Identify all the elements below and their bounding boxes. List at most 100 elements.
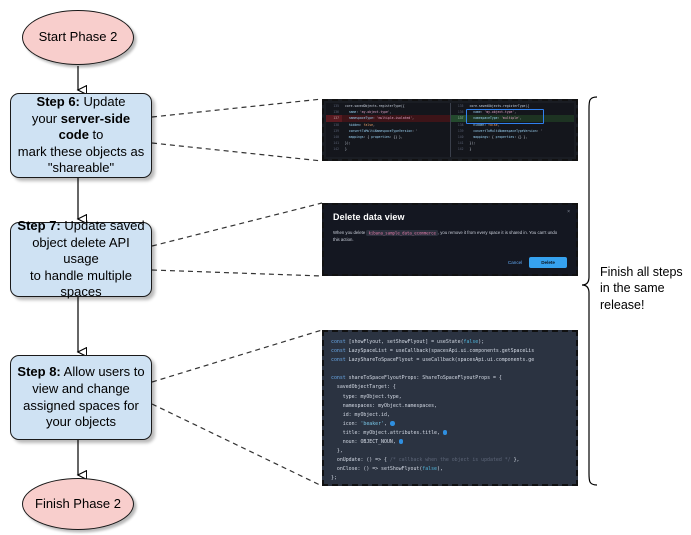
step7-line2: object delete API usage <box>32 234 130 267</box>
node-start-phase-2[interactable]: Start Phase 2 <box>22 10 134 65</box>
modal-body-before: When you delete <box>333 230 366 235</box>
modal-body-after: , you remove it from every space it is s… <box>333 230 558 242</box>
code-line: onUpdate: () => { /* callback when the o… <box>331 457 520 464</box>
line-number: 136 <box>457 110 464 115</box>
line-code: } <box>345 147 347 152</box>
line-code: } <box>469 147 472 152</box>
code-line: const shareToSpaceFlyoutProps: ShareToSp… <box>331 375 502 382</box>
line-number: 139 <box>457 128 464 133</box>
modal-body: When you delete kibana_sample_data_ecomm… <box>333 229 561 243</box>
diff-line: 138 hidden: false, <box>326 122 450 128</box>
info-badge-icon <box>398 439 404 444</box>
step8-line4: your objects <box>45 414 117 430</box>
code-line: noun: OBJECT_NOUN, <box>331 438 576 447</box>
screenshot-code-diff[interactable]: 135 core.savedObjects.registerType({ 136 n… <box>322 99 578 161</box>
diff-pane-after: 135 core.savedObjects.registerType({ 136 n… <box>449 103 575 157</box>
diff-line: 137 namespaceType: 'multiple', <box>450 115 574 122</box>
line-number: 138 <box>457 122 464 127</box>
node-step-6-text: Step 6: Update your server-side code to … <box>16 94 146 177</box>
line-code: convertToMultiNamespaceTypeVersion: ' <box>348 128 418 133</box>
line-code: }); <box>469 141 476 146</box>
node-step-6[interactable]: Step 6: Update your server-side code to … <box>10 93 152 178</box>
code-line: title: myObject.attributes.title, <box>331 429 576 438</box>
line-number: 136 <box>333 110 339 115</box>
code-line: savedObjectTarget: { <box>331 384 396 391</box>
callout-cone-step8 <box>151 329 323 487</box>
close-icon[interactable]: × <box>567 209 570 215</box>
modal-actions: Cancel Delete <box>508 257 567 268</box>
callout-cone-step7 <box>151 202 323 277</box>
diff-selection-outline <box>465 109 545 124</box>
line-number: 137 <box>326 115 342 122</box>
code-line: }; <box>331 475 337 482</box>
node-step-8-text: Step 8: Allow users to view and change a… <box>17 364 144 431</box>
line-code: name: 'my-object-type', <box>348 110 392 115</box>
step6-line1-rest: Update <box>79 93 126 109</box>
code-line: const LazyShareToSpaceFlyout = useCallba… <box>331 357 535 364</box>
code-line: id: myObject.id, <box>331 411 390 418</box>
step8-line2: view and change <box>32 380 130 396</box>
node-finish-label: Finish Phase 2 <box>35 495 121 511</box>
line-code: namespaceType: 'multiple', <box>473 116 522 121</box>
delete-button[interactable]: Delete <box>529 257 567 268</box>
line-number: 141 <box>457 141 464 146</box>
line-code: mappings: { properties: {} }, <box>473 134 528 139</box>
callout-cone-step6 <box>151 98 323 162</box>
line-code: name: 'my-object-type', <box>473 110 517 115</box>
diff-line: 142} <box>326 146 450 152</box>
line-code: core.savedObjects.registerType({ <box>345 104 405 108</box>
code-sample-body: const [showFlyout, setShowFlyout] = useS… <box>324 332 576 484</box>
step6-line3: mark these objects as <box>17 143 145 159</box>
line-code: hidden: false, <box>473 122 500 127</box>
code-line: const LazySpaceList = useCallback(spaces… <box>331 348 535 355</box>
diff-line: 135 core.savedObjects.registerType({ <box>451 103 575 109</box>
screenshot-delete-modal[interactable]: × Delete data view When you delete kiban… <box>322 203 578 276</box>
step8-line3: assigned spaces for <box>23 397 139 413</box>
line-number: 142 <box>333 147 339 152</box>
line-code: convertToMultiNamespaceTypeVersion: ' <box>473 128 543 133</box>
step6-line4: "shareable" <box>47 160 115 176</box>
diff-line: 139 convertToMultiNamespaceTypeVersion: … <box>326 128 450 134</box>
code-line: }, <box>331 448 343 455</box>
cancel-button[interactable]: Cancel <box>507 260 523 265</box>
line-number: 140 <box>457 134 464 139</box>
node-start-label: Start Phase 2 <box>38 29 118 45</box>
code-line <box>331 365 576 374</box>
diff-line: 140 mappings: { properties: {} }, <box>451 134 575 140</box>
step8-line1-rest: Allow users to <box>60 364 145 380</box>
code-line: const [showFlyout, setShowFlyout] = useS… <box>331 339 485 345</box>
line-number: 138 <box>333 122 339 127</box>
diff-line: 138 hidden: false, <box>451 122 575 128</box>
line-number: 139 <box>333 128 339 133</box>
screenshot-code-sample[interactable]: const [showFlyout, setShowFlyout] = useS… <box>322 330 578 486</box>
line-number: 141 <box>333 141 339 146</box>
code-line: onClose: () => setShowFlyout(false), <box>331 466 443 473</box>
line-code: core.savedObjects.registerType({ <box>469 104 530 108</box>
code-line: type: myObject.type, <box>331 393 402 400</box>
step8-bold: Step 8: <box>17 364 61 380</box>
step7-bold: Step 7: <box>17 217 61 233</box>
grouping-bracket <box>581 96 598 486</box>
step7-line3: to handle multiple spaces <box>30 267 132 300</box>
bracket-note-line-1: Finish all steps <box>600 265 683 279</box>
line-number: 135 <box>457 104 464 108</box>
code-line: namespaces: myObject.namespaces, <box>331 402 437 409</box>
node-finish-phase-2[interactable]: Finish Phase 2 <box>22 478 134 530</box>
bracket-note-line-3: release! <box>600 297 645 312</box>
diff-viewer: 135 core.savedObjects.registerType({ 136 n… <box>326 103 574 157</box>
node-step-8[interactable]: Step 8: Allow users to view and change a… <box>10 355 152 440</box>
node-step-7[interactable]: Step 7: Update saved object delete API u… <box>10 218 152 299</box>
line-number: 135 <box>333 104 339 108</box>
line-code: }); <box>345 141 351 146</box>
step7-line1-rest: Update saved <box>60 217 145 233</box>
modal-title: Delete data view <box>333 212 405 222</box>
modal-body-code: kibana_sample_data_ecommerce <box>366 229 438 236</box>
line-code: namespaceType: 'multiple-isolated', <box>348 116 414 121</box>
step6-line2-a: your <box>31 110 61 126</box>
info-badge-icon <box>389 421 395 426</box>
diff-line: 140 mappings: { properties: {} }, <box>326 134 450 140</box>
bracket-note-line-2: in the same <box>600 281 665 296</box>
line-number: 142 <box>457 147 464 152</box>
diff-pane-before: 135 core.savedObjects.registerType({ 136 n… <box>326 103 450 157</box>
